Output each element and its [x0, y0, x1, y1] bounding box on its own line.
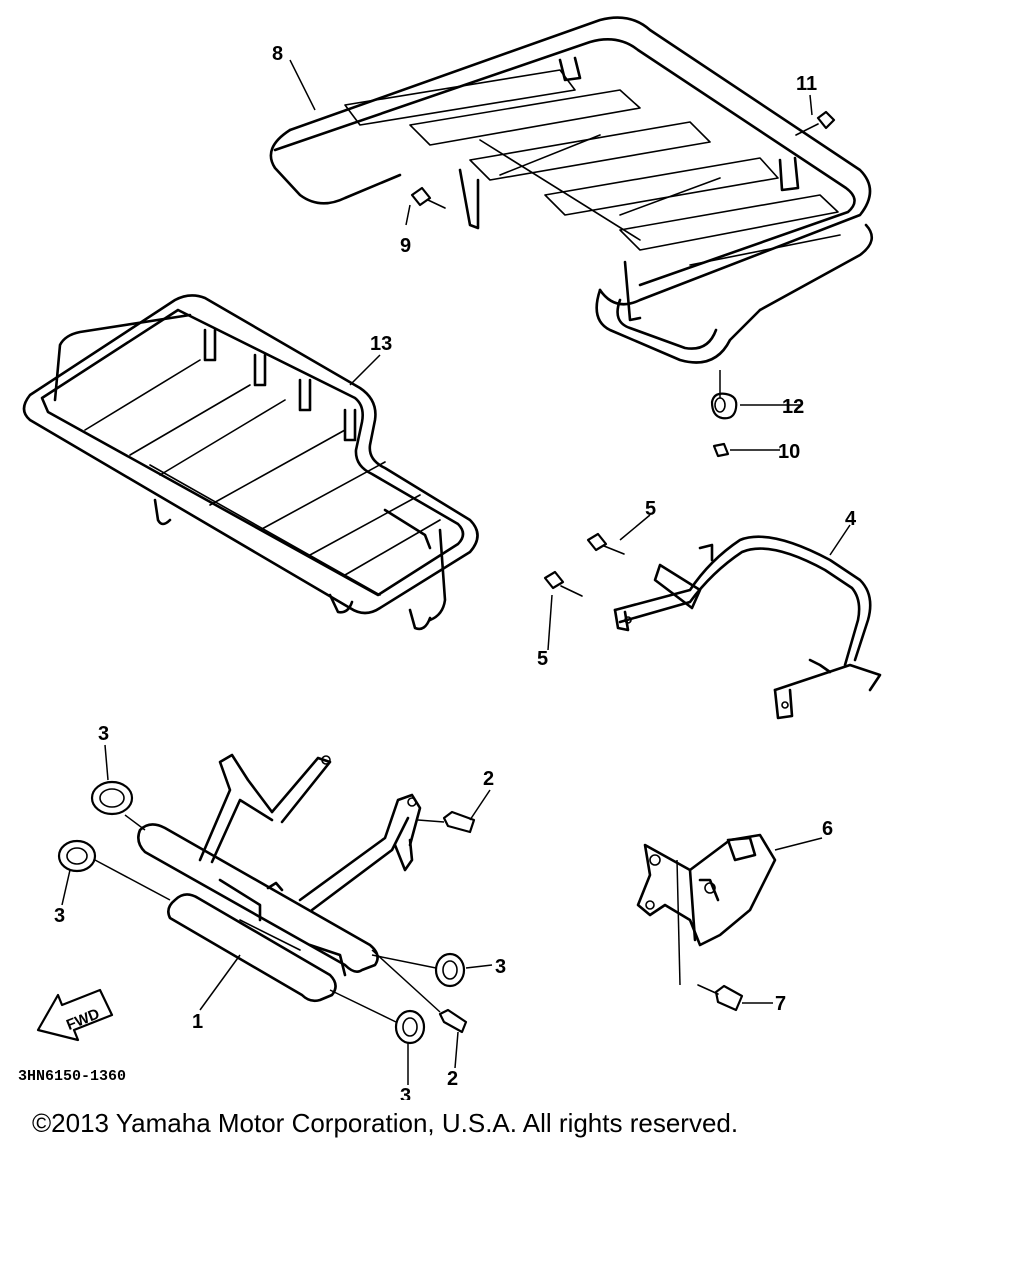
callout-12: 12 [782, 396, 804, 418]
callout-9: 9 [400, 235, 411, 257]
callout-3-top: 3 [98, 723, 109, 745]
grommet-3-bottom [394, 1009, 426, 1045]
callout-8: 8 [272, 43, 283, 65]
collar-10 [712, 442, 730, 458]
callout-2-upper: 2 [483, 768, 494, 790]
bolt-2-lower [438, 1008, 468, 1034]
leader-lines [61, 59, 851, 1085]
grommet-3-right [434, 952, 466, 988]
callout-3-right: 3 [495, 956, 506, 978]
bracket-6 [636, 833, 777, 947]
callout-5-upper: 5 [645, 498, 656, 520]
bolt-5-lower [543, 570, 583, 597]
bolt-11 [795, 110, 836, 136]
callout-3-left: 3 [54, 905, 65, 927]
callout-11: 11 [796, 73, 817, 95]
callout-13: 13 [370, 333, 392, 355]
grommet-3-top [90, 780, 134, 816]
callout-7: 7 [775, 993, 786, 1015]
bolt-5-upper [586, 532, 625, 555]
bracket-4 [613, 535, 882, 720]
bolt-2-upper [442, 810, 476, 834]
copyright-notice: ©2013 Yamaha Motor Corporation, U.S.A. A… [32, 1108, 739, 1138]
front-carrier-rack [22, 294, 479, 631]
frame-tube-assembly [137, 753, 422, 1003]
fwd-arrow-icon: FWD [36, 988, 114, 1042]
callout-2-lower: 2 [447, 1068, 458, 1090]
callout-1: 1 [192, 1011, 203, 1033]
rear-carrier-rack [269, 16, 874, 364]
bolt-7 [697, 984, 744, 1012]
grommet-12 [710, 392, 738, 420]
grommet-3-left [57, 839, 97, 873]
diagram-code: 3HN6150-1360 [18, 1068, 126, 1085]
callout-6: 6 [822, 818, 833, 840]
callout-10: 10 [778, 441, 800, 463]
callout-3-bottom: 3 [400, 1085, 411, 1100]
bolt-9 [410, 186, 446, 209]
callout-5-lower: 5 [537, 648, 548, 670]
callout-4: 4 [845, 508, 857, 530]
callout-labels: 8 11 9 13 12 10 5 4 5 3 2 6 3 3 7 1 2 3 [54, 43, 857, 1100]
exploded-parts-diagram: 8 11 9 13 12 10 5 4 5 3 2 6 3 3 7 1 2 3 … [18, 16, 882, 1100]
